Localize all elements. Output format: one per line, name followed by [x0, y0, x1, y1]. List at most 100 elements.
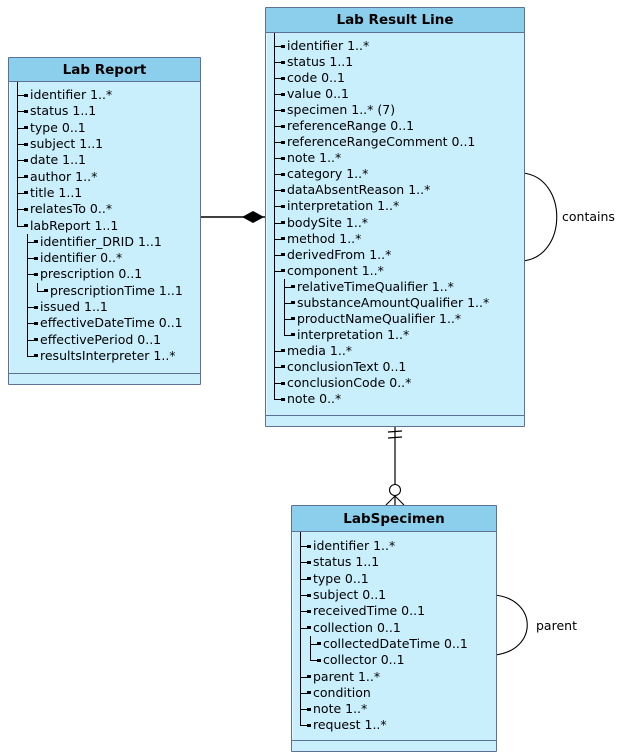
attribute-label: relativeTimeQualifier 1..*	[297, 278, 454, 294]
attribute-label: parent 1..*	[313, 668, 381, 684]
attribute-row: referenceRange 0..1	[266, 118, 524, 135]
attribute-label: effectiveDateTime 0..1	[40, 315, 183, 331]
attribute-label: derivedFrom 1..*	[287, 246, 392, 262]
attribute-row: note 1..*	[266, 150, 524, 167]
attribute-label: prescription 0..1	[40, 266, 143, 282]
attribute-row: value 0..1	[266, 85, 524, 103]
attribute-label: note 0..*	[287, 390, 342, 406]
attribute-row: collection 0..1	[292, 619, 496, 636]
attribute-label: identifier_DRID 1..1	[40, 233, 162, 249]
attribute-label: productNameQualifier 1..*	[297, 310, 462, 326]
attribute-label: component 1..*	[287, 262, 384, 278]
attribute-label: substanceAmountQualifier 1..*	[297, 294, 490, 310]
attribute-row: prescription 0..1	[9, 266, 200, 283]
attribute-row: author 1..*	[9, 168, 200, 185]
attribute-row: relatesTo 0..*	[9, 201, 200, 218]
attribute-row: collectedDateTime 0..1	[292, 635, 496, 653]
entity-box-lab-result-line: Lab Result Line identifier 1..*status 1.…	[265, 7, 525, 427]
attribute-row: type 0..1	[9, 119, 200, 136]
attribute-row: identifier 0..*	[9, 249, 200, 267]
parent-relation-label: parent	[536, 618, 577, 633]
attribute-label: effectivePeriod 0..1	[40, 331, 162, 347]
attribute-label: bodySite 1..*	[287, 214, 369, 230]
parent-loop	[494, 594, 528, 656]
attribute-row: status 1..1	[9, 103, 200, 120]
attribute-row: referenceRangeComment 0..1	[266, 134, 524, 151]
entity-title: Lab Report	[62, 61, 147, 78]
attribute-row: identifier 1..*	[9, 86, 200, 104]
attribute-row: subject 0..1	[292, 586, 496, 604]
attribute-label: status 1..1	[30, 103, 97, 119]
attribute-label: title 1..1	[30, 184, 83, 200]
attribute-label: identifier 1..*	[313, 537, 396, 553]
attribute-row: identifier 1..*	[292, 537, 496, 555]
attribute-label: conclusionText 0..1	[287, 358, 407, 374]
attribute-label: identifier 1..*	[30, 86, 113, 102]
entity-header: LabSpecimen	[292, 506, 496, 532]
attribute-row: derivedFrom 1..*	[266, 246, 524, 263]
attribute-label: value 0..1	[287, 85, 349, 101]
attribute-row: request 1..*	[292, 717, 496, 733]
attribute-row: interpretation 1..*	[266, 198, 524, 215]
attribute-label: author 1..*	[30, 168, 98, 184]
attribute-label: receivedTime 0..1	[313, 603, 426, 619]
attribute-row: component 1..*	[266, 262, 524, 279]
attribute-row: interpretation 1..*	[266, 326, 524, 343]
attribute-label: collectedDateTime 0..1	[323, 635, 468, 651]
attribute-label: collection 0..1	[313, 619, 401, 635]
attribute-row: bodySite 1..*	[266, 214, 524, 231]
attribute-label: condition	[313, 684, 371, 700]
attribute-row: collector 0..1	[292, 652, 496, 669]
one-and-only-one-notation-icon	[387, 430, 403, 439]
attribute-label: note 1..*	[313, 700, 368, 716]
attribute-row: condition	[292, 684, 496, 701]
contains-loop	[522, 172, 558, 262]
attribute-row: conclusionCode 0..*	[266, 374, 524, 392]
attribute-row: title 1..1	[9, 184, 200, 202]
attribute-row: status 1..1	[266, 54, 524, 71]
attribute-row: substanceAmountQualifier 1..*	[266, 294, 524, 311]
attribute-label: media 1..*	[287, 342, 353, 358]
attribute-row: dataAbsentReason 1..*	[266, 182, 524, 199]
attribute-row: receivedTime 0..1	[292, 603, 496, 620]
attribute-label: category 1..*	[287, 166, 369, 182]
attribute-row: subject 1..1	[9, 135, 200, 153]
attribute-label: note 1..*	[287, 150, 342, 166]
entity-title: LabSpecimen	[343, 510, 445, 527]
attribute-row: issued 1..1	[9, 298, 200, 316]
attribute-row: date 1..1	[9, 152, 200, 169]
attribute-row: identifier_DRID 1..1	[9, 233, 200, 250]
attribute-label: interpretation 1..*	[297, 326, 410, 342]
attribute-row: effectivePeriod 0..1	[9, 331, 200, 348]
attribute-label: prescriptionTime 1..1	[50, 282, 183, 298]
attribute-label: status 1..1	[313, 554, 380, 570]
attribute-label: issued 1..1	[40, 298, 108, 314]
attribute-row: conclusionText 0..1	[266, 358, 524, 375]
entity-title: Lab Result Line	[336, 12, 454, 28]
attribute-label: conclusionCode 0..*	[287, 374, 412, 390]
attribute-label: interpretation 1..*	[287, 198, 400, 214]
entity-header: Lab Result Line	[266, 8, 524, 33]
attribute-row: resultsInterpreter 1..*	[9, 347, 200, 364]
attribute-label: referenceRangeComment 0..1	[287, 134, 476, 150]
attribute-row: identifier 1..*	[266, 37, 524, 55]
attribute-row: status 1..1	[292, 554, 496, 571]
attribute-label: type 0..1	[30, 119, 86, 135]
attribute-label: subject 0..1	[313, 586, 387, 602]
entity-footer-compartment	[292, 740, 496, 751]
attribute-row: parent 1..*	[292, 668, 496, 685]
attribute-label: code 0..1	[287, 69, 345, 85]
attribute-label: method 1..*	[287, 230, 362, 246]
attribute-row: media 1..*	[266, 342, 524, 359]
attribute-row: effectiveDateTime 0..1	[9, 315, 200, 332]
attribute-label: dataAbsentReason 1..*	[287, 182, 431, 198]
zero-or-many-notation-icon	[385, 483, 405, 506]
attribute-row: productNameQualifier 1..*	[266, 310, 524, 327]
attribute-label: referenceRange 0..1	[287, 118, 415, 133]
attribute-label: identifier 1..*	[287, 37, 370, 53]
attribute-row: prescriptionTime 1..1	[9, 282, 200, 299]
